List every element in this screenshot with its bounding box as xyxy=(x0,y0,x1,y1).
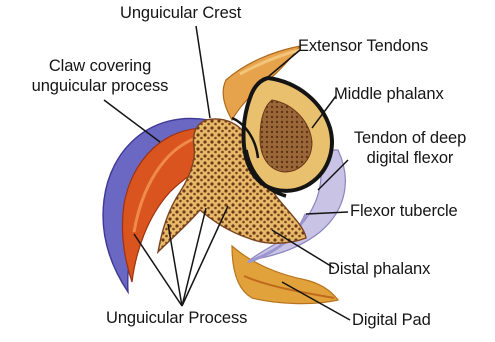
label-flexor-tubercle: Flexor tubercle xyxy=(350,201,458,221)
label-claw-covering: Claw covering unguicular process xyxy=(12,56,188,96)
label-digital-pad: Digital Pad xyxy=(352,310,431,330)
label-tendon-deep-digital-flexor: Tendon of deep digital flexor xyxy=(336,128,484,168)
label-middle-phalanx: Middle phalanx xyxy=(334,84,444,104)
label-unguicular-crest: Unguicular Crest xyxy=(120,3,241,23)
label-claw-covering-line2: unguicular process xyxy=(12,76,188,96)
label-extensor-tendons: Extensor Tendons xyxy=(298,36,428,56)
label-deep-flexor-line2: digital flexor xyxy=(336,148,484,168)
label-distal-phalanx: Distal phalanx xyxy=(328,259,430,279)
label-deep-flexor-line1: Tendon of deep xyxy=(336,128,484,148)
label-claw-covering-line1: Claw covering xyxy=(12,56,188,76)
label-unguicular-process: Unguicular Process xyxy=(106,308,247,328)
